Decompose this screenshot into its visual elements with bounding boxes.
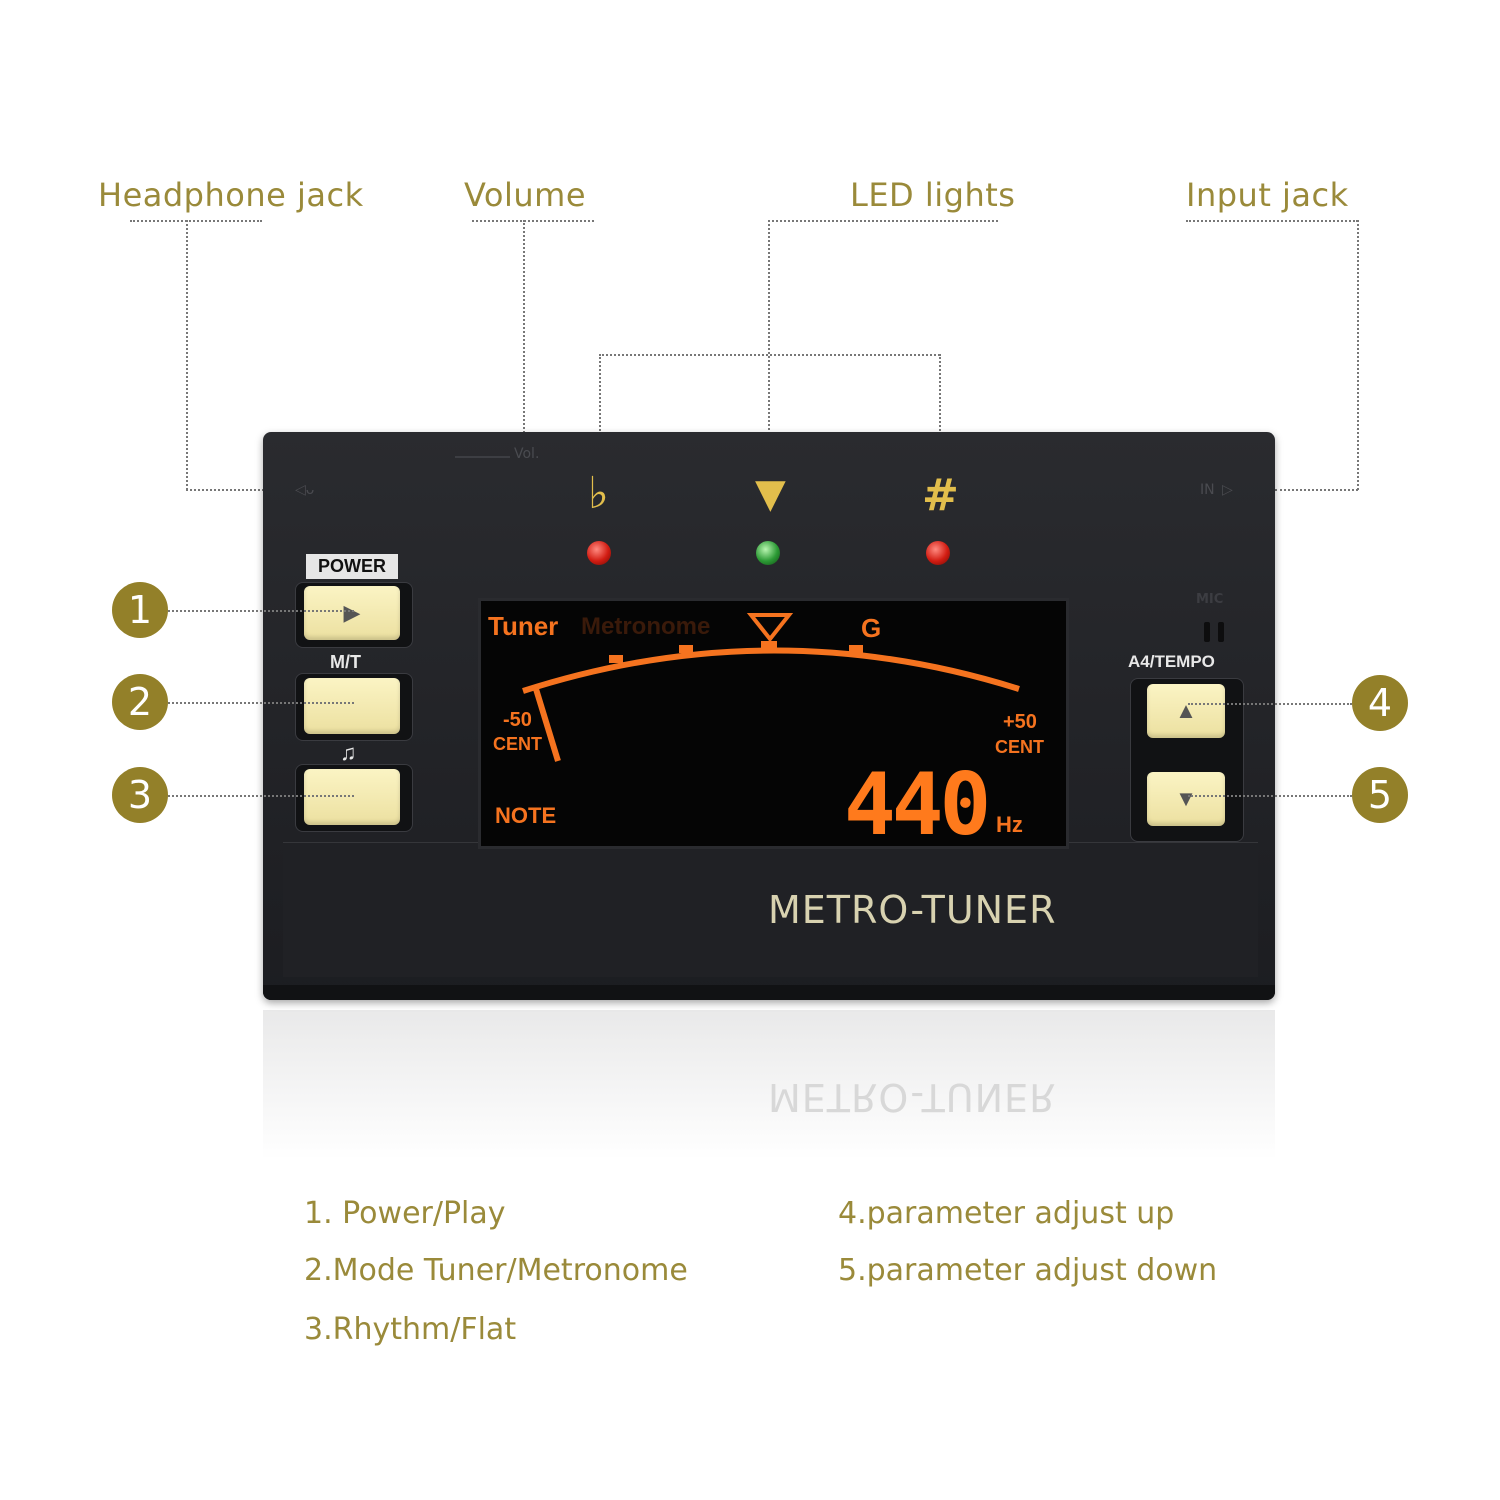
leader-circle-4	[1188, 703, 1352, 705]
in-tune-led-icon	[756, 541, 780, 565]
input-arrow-icon: ▷	[1222, 482, 1233, 498]
lcd-cent-left: CENT	[493, 734, 542, 754]
lcd-mode-metronome: Metronome	[581, 613, 711, 640]
led-lights-label: LED lights	[850, 176, 1016, 214]
sharp-symbol: #	[922, 470, 959, 521]
lcd-note-name: G	[861, 613, 882, 643]
device-bottom-panel	[283, 842, 1258, 977]
callout-circle-4: 4	[1352, 675, 1408, 731]
meter-needle	[533, 688, 561, 762]
lcd-mode-tuner: Tuner	[488, 611, 559, 641]
power-label: POWER	[306, 554, 398, 579]
leader-headphone-vert	[186, 220, 188, 490]
leader-volume-top	[472, 220, 594, 222]
leader-headphone-top	[130, 220, 262, 222]
leader-led-top	[768, 220, 998, 222]
legend-item-2: 2.Mode Tuner/Metronome	[304, 1253, 688, 1288]
mic-hole-left	[1204, 622, 1210, 642]
tuning-arc	[522, 647, 1020, 694]
mic-label: MIC	[1196, 592, 1224, 607]
parameter-up-button[interactable]: ▲	[1147, 684, 1225, 738]
tuning-meter	[522, 613, 1020, 762]
mic-hole-right	[1218, 622, 1224, 642]
volume-slider[interactable]	[455, 456, 510, 458]
callout-circle-5: 5	[1352, 767, 1408, 823]
lcd-plus-50: +50	[1003, 711, 1037, 733]
meter-tick-2	[679, 645, 693, 653]
flat-led-icon	[587, 541, 611, 565]
input-jack-label: Input jack	[1186, 176, 1349, 214]
center-marker-icon	[746, 613, 794, 643]
lcd-frequency: 440	[844, 755, 991, 849]
leader-input-vert	[1357, 220, 1359, 490]
a4-tempo-label: A4/TEMPO	[1128, 652, 1215, 671]
leader-circle-3	[168, 795, 354, 797]
brand-name: METRO-TUNER	[768, 888, 1057, 932]
meter-tick-3	[761, 641, 777, 649]
rhythm-button[interactable]	[304, 769, 400, 825]
flat-symbol: ♭	[588, 468, 609, 519]
input-jack-icon: IN	[1200, 482, 1215, 498]
brand-reflection: METRO-TUNER	[768, 1075, 1057, 1119]
legend-item-4: 4.parameter adjust up	[838, 1196, 1175, 1231]
headphone-jack-icon: ◁ᴗ	[295, 482, 315, 498]
power-play-button[interactable]: ▶	[304, 586, 400, 640]
leader-input-bottom	[1275, 489, 1358, 491]
down-arrow-icon: ▼	[1175, 786, 1197, 811]
callout-circle-2: 2	[112, 674, 168, 730]
lcd-hz-unit: Hz	[996, 812, 1023, 837]
leader-input-top	[1186, 220, 1358, 222]
legend-item-3: 3.Rhythm/Flat	[304, 1312, 517, 1347]
lcd-minus-50: -50	[503, 709, 532, 731]
mode-button[interactable]	[304, 678, 400, 734]
play-icon: ▶	[343, 600, 361, 625]
meter-tick-4	[849, 645, 863, 653]
up-arrow-icon: ▲	[1175, 698, 1197, 723]
in-tune-triangle-icon: ▼	[755, 470, 786, 517]
leader-circle-1	[168, 610, 354, 612]
sharp-led-icon	[926, 541, 950, 565]
lcd-display: Tuner Metronome G -50 CENT +50 CENT NOTE…	[478, 598, 1069, 849]
leader-circle-2	[168, 702, 354, 704]
parameter-down-button[interactable]: ▼	[1147, 772, 1225, 826]
callout-circle-3: 3	[112, 767, 168, 823]
leader-led-center	[768, 220, 770, 538]
legend-item-1: 1. Power/Play	[304, 1196, 506, 1231]
volume-label: Volume	[464, 176, 587, 214]
volume-slider-label: Vol.	[514, 446, 540, 462]
legend-item-5: 5.parameter adjust down	[838, 1253, 1218, 1288]
meter-tick-1	[609, 655, 623, 663]
mt-label: M/T	[330, 652, 361, 672]
lcd-note-label: NOTE	[495, 803, 557, 828]
leader-headphone-bottom	[186, 489, 264, 491]
device-base-edge	[263, 985, 1275, 1000]
leader-led-cross	[599, 354, 940, 356]
leader-volume-vert	[523, 220, 525, 452]
rhythm-label-icon: ♫	[340, 740, 357, 765]
callout-circle-1: 1	[112, 582, 168, 638]
device-reflection	[263, 1010, 1275, 1160]
leader-circle-5	[1188, 795, 1352, 797]
headphone-jack-label: Headphone jack	[98, 176, 364, 214]
lcd-cent-right: CENT	[995, 737, 1044, 757]
